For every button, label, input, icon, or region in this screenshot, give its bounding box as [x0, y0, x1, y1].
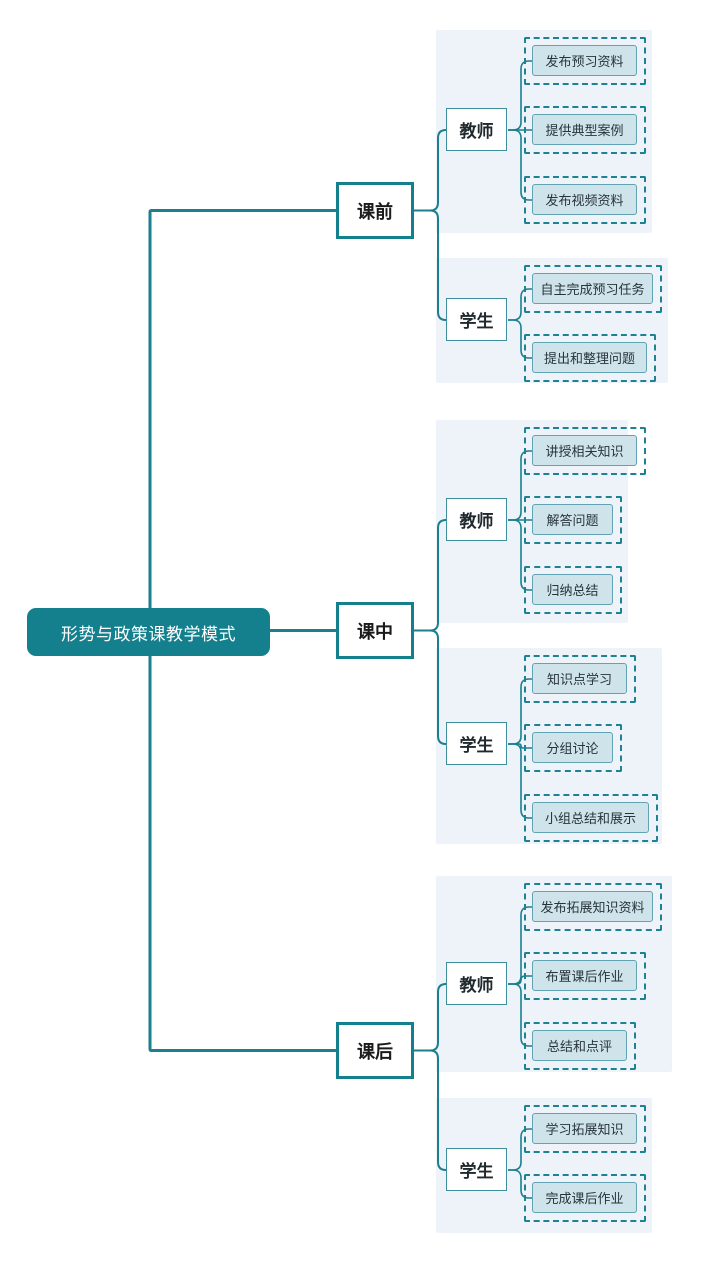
- leaf-node-publish-extended-knowledge[interactable]: 发布拓展知识资料: [532, 891, 653, 922]
- leaf-label: 总结和点评: [546, 1039, 612, 1054]
- leaf-label: 发布视频资料: [545, 193, 624, 208]
- leaf-node-self-complete-preview-task[interactable]: 自主完成预习任务: [532, 273, 653, 304]
- role-node-after-teacher[interactable]: 教师: [446, 962, 507, 1005]
- role-label: 学生: [459, 1162, 494, 1181]
- leaf-label: 知识点学习: [546, 672, 612, 687]
- leaf-node-knowledge-point-study[interactable]: 知识点学习: [532, 663, 627, 694]
- stage-node-during[interactable]: 课中: [336, 602, 414, 659]
- leaf-node-teach-related-knowledge[interactable]: 讲授相关知识: [532, 435, 637, 466]
- role-node-after-student[interactable]: 学生: [446, 1148, 507, 1191]
- leaf-node-complete-homework[interactable]: 完成课后作业: [532, 1182, 637, 1213]
- leaf-node-answer-questions[interactable]: 解答问题: [532, 504, 613, 535]
- root-node[interactable]: 形势与政策课教学模式: [27, 608, 270, 656]
- leaf-node-summarize[interactable]: 归纳总结: [532, 574, 613, 605]
- leaf-label: 自主完成预习任务: [540, 282, 645, 297]
- leaf-node-publish-preview-materials[interactable]: 发布预习资料: [532, 45, 637, 76]
- leaf-node-summary-and-comment[interactable]: 总结和点评: [532, 1030, 627, 1061]
- leaf-node-provide-typical-cases[interactable]: 提供典型案例: [532, 114, 637, 145]
- leaf-label: 学习拓展知识: [545, 1122, 624, 1137]
- role-label: 教师: [459, 512, 494, 531]
- leaf-label: 完成课后作业: [545, 1191, 624, 1206]
- leaf-label: 讲授相关知识: [545, 444, 624, 459]
- leaf-label: 解答问题: [546, 513, 599, 528]
- leaf-label: 发布拓展知识资料: [540, 900, 645, 915]
- role-node-during-student[interactable]: 学生: [446, 722, 507, 765]
- leaf-label: 发布预习资料: [545, 54, 624, 69]
- role-node-before-student[interactable]: 学生: [446, 298, 507, 341]
- leaf-label: 提供典型案例: [545, 123, 624, 138]
- leaf-node-publish-video-materials[interactable]: 发布视频资料: [532, 184, 637, 215]
- leaf-label: 小组总结和展示: [544, 811, 636, 826]
- stage-label: 课后: [357, 1041, 393, 1062]
- leaf-node-group-summary-presentation[interactable]: 小组总结和展示: [532, 802, 649, 833]
- leaf-node-assign-homework[interactable]: 布置课后作业: [532, 960, 637, 991]
- leaf-label: 布置课后作业: [545, 969, 624, 984]
- leaf-label: 分组讨论: [546, 741, 599, 756]
- role-label: 学生: [459, 312, 494, 331]
- leaf-node-raise-and-organize-questions[interactable]: 提出和整理问题: [532, 342, 647, 373]
- role-node-during-teacher[interactable]: 教师: [446, 498, 507, 541]
- stage-label: 课中: [357, 621, 393, 642]
- stage-node-after[interactable]: 课后: [336, 1022, 414, 1079]
- leaf-label: 提出和整理问题: [543, 351, 635, 366]
- role-label: 教师: [459, 976, 494, 995]
- role-node-before-teacher[interactable]: 教师: [446, 108, 507, 151]
- leaf-node-group-discussion[interactable]: 分组讨论: [532, 732, 613, 763]
- root-node-label: 形势与政策课教学模式: [61, 624, 236, 644]
- stage-node-before[interactable]: 课前: [336, 182, 414, 239]
- role-label: 教师: [459, 122, 494, 141]
- leaf-node-study-extended-knowledge[interactable]: 学习拓展知识: [532, 1113, 637, 1144]
- stage-label: 课前: [357, 201, 393, 222]
- leaf-label: 归纳总结: [546, 583, 599, 598]
- role-label: 学生: [459, 736, 494, 755]
